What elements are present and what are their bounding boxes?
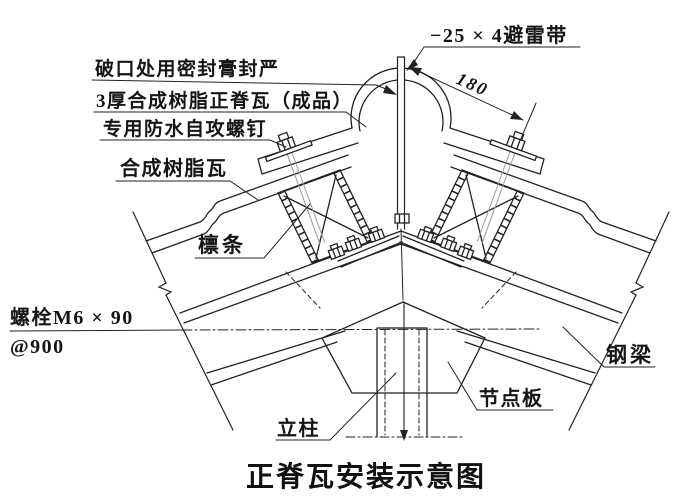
- leader-bolt-dashline: [181, 328, 541, 331]
- ridge-screw-left: [264, 131, 326, 245]
- apex-bolt-left-outer: [344, 234, 363, 253]
- diagram-title: 正脊瓦安装示意图: [246, 460, 486, 493]
- purlin-bolt-right: [456, 242, 475, 261]
- steel-beam-right: [400, 230, 623, 386]
- steel-beam-left: [179, 230, 402, 386]
- label-bolt-spec: 螺栓M6 × 90: [10, 305, 134, 329]
- leader-steel-beam: [562, 326, 656, 368]
- label-gusset-plate: 节点板: [479, 386, 544, 410]
- leader-bolt-underline: [9, 329, 183, 332]
- label-column: 立柱: [277, 416, 320, 440]
- label-dim-180: 180: [453, 68, 491, 100]
- dim-arrow-right: [510, 111, 523, 120]
- apex-bolt-right-outer: [439, 234, 458, 253]
- apex-bolt-right-inner: [416, 225, 435, 244]
- leader-lightning-arrowhead: [406, 59, 418, 71]
- leader-lightning-strip: [413, 46, 581, 63]
- dim-arrow-left: [409, 67, 422, 76]
- annotation-labels: 破口处用密封膏封严 3厚合成树脂正脊瓦（成品） 专用防水自攻螺钉 合成树脂瓦 檩…: [10, 23, 654, 440]
- label-purlin: 檩条: [198, 233, 246, 257]
- leader-gusset-plate: [447, 361, 554, 411]
- column-hidden-edges: [384, 329, 420, 436]
- apex-centerline: [400, 228, 404, 301]
- label-screw-note: 专用防水自攻螺钉: [103, 117, 267, 140]
- leader-purlin: [194, 203, 311, 259]
- label-resin-tile: 合成树脂瓦: [120, 156, 228, 180]
- purlin-truss-right: [427, 169, 525, 264]
- column-outline: [376, 327, 428, 438]
- annotation-lines: [9, 46, 656, 441]
- purlin-hatch-left: [278, 169, 374, 264]
- leader-column: [275, 372, 397, 441]
- hidden-edge-dashes: [285, 271, 517, 309]
- rod-base-nut: [394, 213, 410, 224]
- cut-line-left: [132, 211, 234, 431]
- label-lightning-strip: −25 × 4避雷带: [430, 23, 568, 47]
- leader-resin-tile: [115, 180, 259, 201]
- purlin-truss-left: [277, 169, 375, 264]
- apex-washer-plates: [337, 235, 465, 268]
- dim-line-180: [408, 66, 524, 121]
- section-arrow: [400, 430, 408, 441]
- ridge-screw-right: [476, 130, 538, 244]
- label-ridge-tile-note: 3厚合成树脂正脊瓦（成品）: [96, 89, 353, 112]
- tile-panel-left: [145, 154, 352, 254]
- purlin-hatch-right: [428, 169, 524, 264]
- cut-line-right: [568, 211, 670, 431]
- apex-bolt-left-inner: [367, 225, 386, 244]
- leader-seal-arrowhead: [383, 85, 397, 95]
- dim-extension-line: [519, 102, 537, 142]
- leader-ridge-tile-note: [93, 111, 367, 128]
- label-bolt-spacing: @900: [10, 336, 65, 358]
- roof-line-art: [132, 56, 670, 441]
- label-seal-note: 破口处用密封膏封严: [95, 57, 280, 80]
- purlin-bolt-left: [327, 242, 346, 261]
- label-steel-beam: 钢梁: [606, 343, 654, 367]
- lightning-rod: [396, 56, 406, 230]
- leader-seal-note: [91, 79, 387, 90]
- leader-screw-note: [99, 139, 287, 148]
- tile-panel-right: [450, 154, 657, 254]
